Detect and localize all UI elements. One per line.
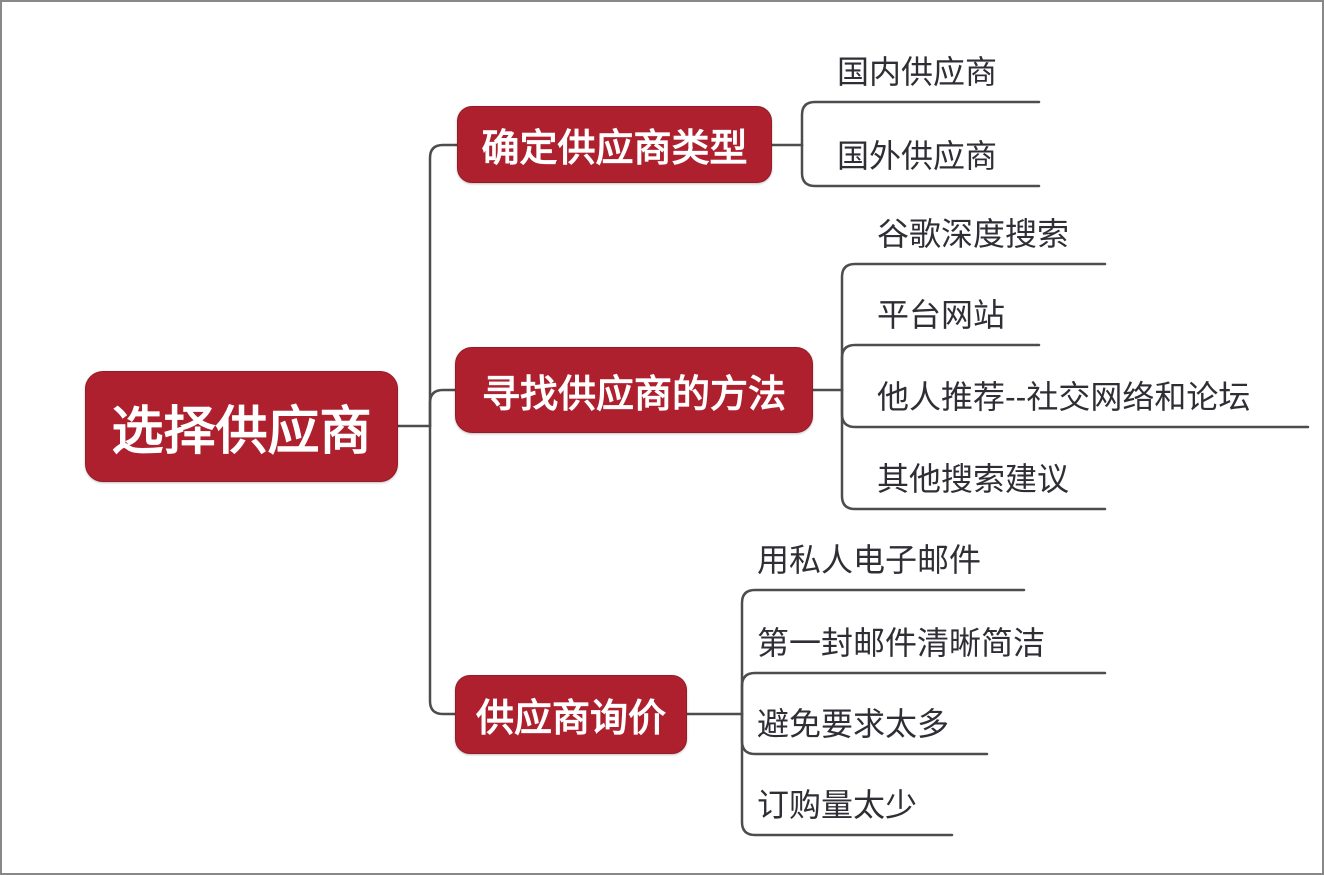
connector-branch2-child2 <box>840 343 1041 392</box>
connector-branch1-child1 <box>800 100 1041 147</box>
child-node-other-search-tips[interactable]: 其他搜索建议 <box>877 461 1070 497</box>
child-node-order-quantity-too-small[interactable]: 订购量太少 <box>757 787 918 823</box>
child-node-google-deep-search[interactable]: 谷歌深度搜索 <box>877 216 1070 252</box>
branch-node-inquiry[interactable]: 供应商询价 <box>455 675 687 754</box>
connector-branch2-child1 <box>840 262 1107 392</box>
child-node-foreign-supplier[interactable]: 国外供应商 <box>837 138 998 174</box>
branch-node-find-methods[interactable]: 寻找供应商的方法 <box>455 347 813 433</box>
connector-root-branch2 <box>428 388 457 428</box>
connector-branch2-child4 <box>840 388 1107 511</box>
connector-branch1-child2 <box>800 143 1041 188</box>
connector-branch3-child1 <box>740 588 1026 716</box>
child-node-domestic-supplier[interactable]: 国内供应商 <box>837 54 998 90</box>
child-node-avoid-too-many-requests[interactable]: 避免要求太多 <box>757 706 950 742</box>
connector-root-branch3 <box>428 424 457 716</box>
root-node-select-supplier[interactable]: 选择供应商 <box>85 371 398 482</box>
branch-node-supplier-type[interactable]: 确定供应商类型 <box>457 106 772 183</box>
connector-root-branch1 <box>428 143 459 428</box>
connector-branch3-child2 <box>740 671 1107 716</box>
connector-branch3-child4 <box>740 712 954 837</box>
child-node-recommendations[interactable]: 他人推荐--社交网络和论坛 <box>877 379 1251 415</box>
child-node-private-email[interactable]: 用私人电子邮件 <box>757 542 982 578</box>
child-node-platform-websites[interactable]: 平台网站 <box>877 297 1006 333</box>
child-node-first-email-concise[interactable]: 第一封邮件清晰简洁 <box>757 625 1046 661</box>
